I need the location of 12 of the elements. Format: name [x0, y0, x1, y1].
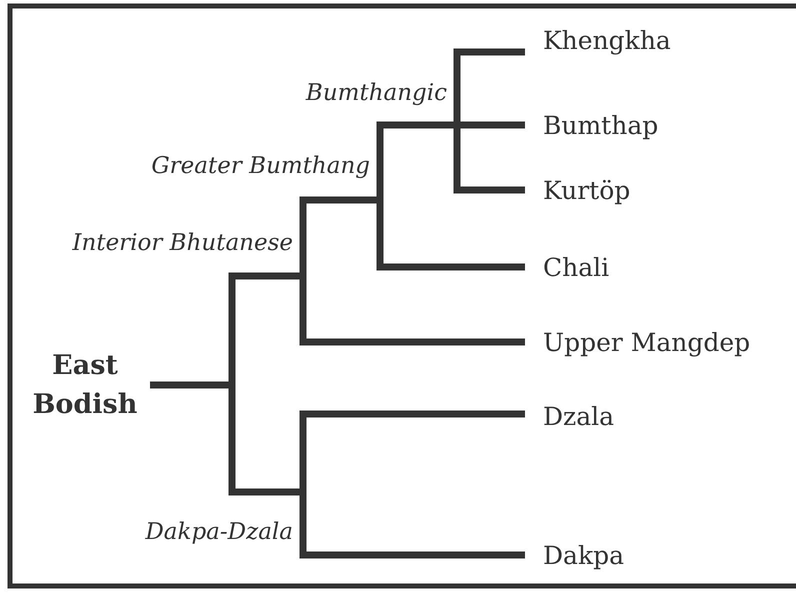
- clade-label: Greater Bumthang: [90, 153, 380, 200]
- leaf-label: Upper Mangdep: [525, 323, 790, 361]
- leaf-label: Kurtöp: [525, 171, 785, 209]
- leaf-label: Chali: [525, 248, 785, 286]
- clade-label: Dakpa-Dzala: [90, 492, 303, 545]
- clade-label: Interior Bhutanese: [20, 230, 303, 276]
- leaf-label: Dakpa: [525, 536, 785, 574]
- leaf-label: Khengkha: [525, 20, 785, 60]
- leaf-label: Dzala: [525, 397, 785, 435]
- clade-label: Bumthangic: [240, 80, 457, 125]
- root-label: East Bodish: [20, 345, 150, 425]
- leaf-label: Bumthap: [525, 106, 785, 144]
